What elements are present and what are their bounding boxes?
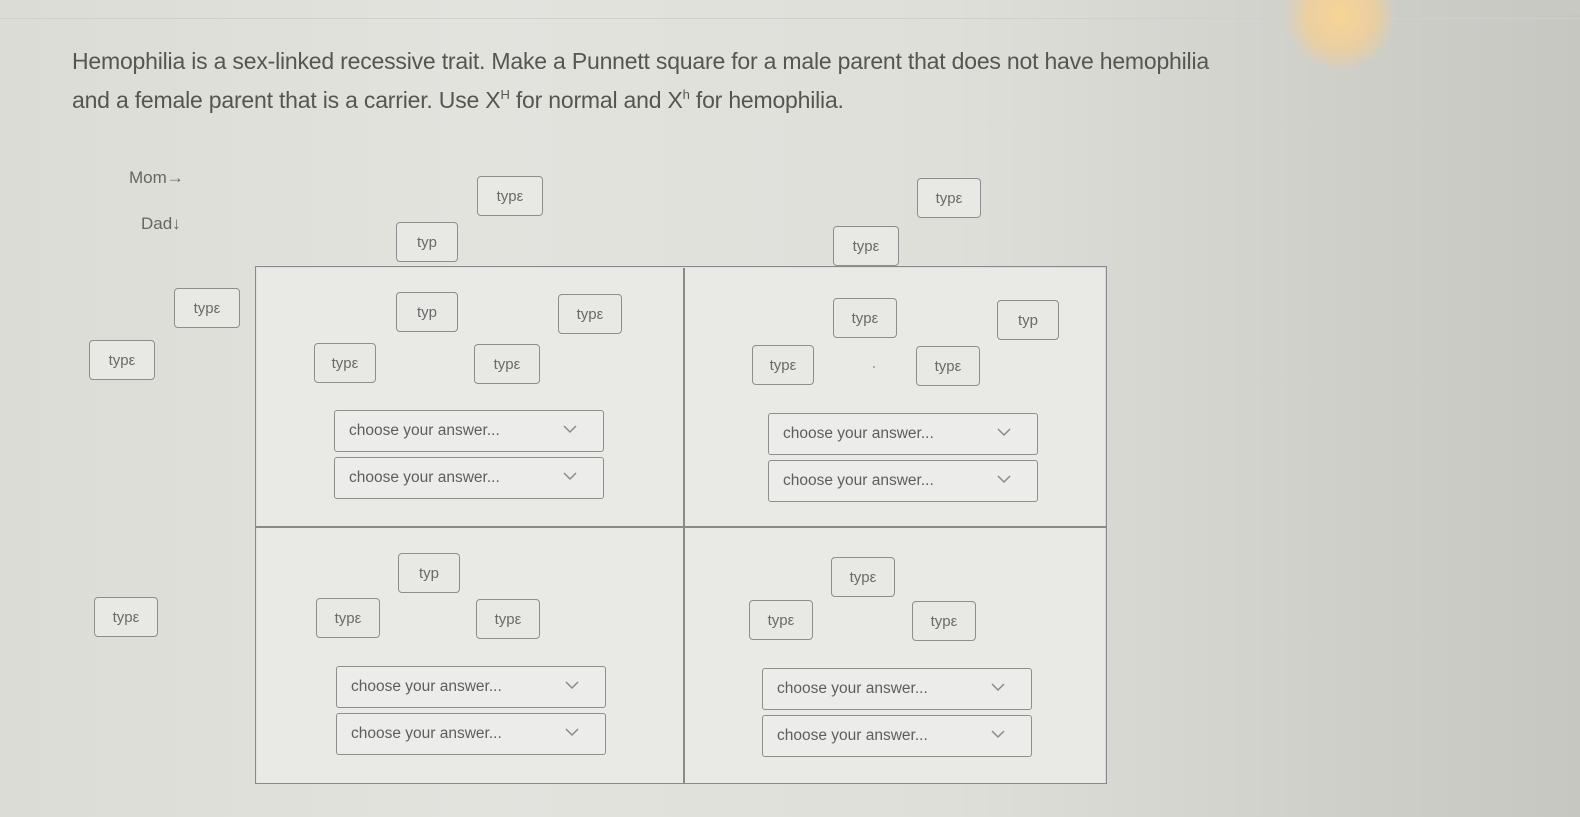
- cell-bottom-right-allele-1-base-input[interactable]: typε: [749, 600, 813, 640]
- cell-bottom-left-allele-2-base-input[interactable]: typε: [476, 599, 540, 639]
- cell-top-right-allele-2-base-input[interactable]: typε: [916, 346, 980, 386]
- stray-mark: [873, 366, 875, 368]
- cell-bottom-right-allele-2-base-input[interactable]: typε: [912, 601, 976, 641]
- cell-bottom-left-superscript-input[interactable]: typ: [398, 553, 460, 593]
- cell-top-right-allele-1-base-input[interactable]: typε: [752, 345, 814, 385]
- cell-top-left-select-1[interactable]: choose your answer...: [334, 410, 604, 452]
- grid-horizontal-divider: [256, 526, 1106, 528]
- cell-top-left-allele-1-superscript-input[interactable]: typ: [396, 292, 458, 332]
- cell-bottom-left-select-1[interactable]: choose your answer...: [336, 666, 606, 708]
- cell-top-right-allele-1-superscript-input[interactable]: typε: [833, 298, 897, 338]
- dad-allele-1-base-input[interactable]: typε: [89, 340, 155, 380]
- question-line-1: Hemophilia is a sex-linked recessive tra…: [72, 48, 1209, 74]
- mom-allele-2-superscript-input[interactable]: typε: [917, 178, 981, 218]
- cell-top-left-allele-2-base-input[interactable]: typε: [474, 344, 540, 384]
- dad-label: Dad↓: [141, 214, 181, 233]
- chevron-down-icon: [997, 475, 1011, 484]
- cell-top-right-select-1[interactable]: choose your answer...: [768, 413, 1038, 455]
- normal-allele-superscript: H: [500, 87, 510, 102]
- chevron-down-icon: [565, 728, 579, 737]
- mom-allele-1-base-input[interactable]: typ: [396, 222, 458, 262]
- question-line-2: and a female parent that is a carrier. U…: [72, 87, 844, 113]
- hemophilia-allele-superscript: h: [682, 87, 690, 102]
- window-edge: [1520, 0, 1580, 14]
- cell-bottom-left-select-2[interactable]: choose your answer...: [336, 713, 606, 755]
- cell-bottom-left-allele-1-base-input[interactable]: typε: [316, 598, 380, 638]
- cell-top-right-allele-2-superscript-input[interactable]: typ: [997, 300, 1059, 340]
- chevron-down-icon: [991, 730, 1005, 739]
- mom-allele-2-base-input[interactable]: typε: [833, 226, 899, 266]
- punnett-square-grid: [255, 266, 1107, 784]
- chevron-down-icon: [563, 425, 577, 434]
- cell-top-left-allele-1-base-input[interactable]: typε: [314, 343, 376, 383]
- chevron-down-icon: [563, 472, 577, 481]
- cell-bottom-right-superscript-input[interactable]: typε: [831, 557, 895, 597]
- dad-allele-1-superscript-input[interactable]: typε: [174, 288, 240, 328]
- question-text: Hemophilia is a sex-linked recessive tra…: [72, 44, 1552, 117]
- cell-bottom-right-select-1[interactable]: choose your answer...: [762, 668, 1032, 710]
- mom-allele-1-superscript-input[interactable]: typε: [477, 176, 543, 216]
- cell-top-left-allele-2-superscript-input[interactable]: typε: [558, 294, 622, 334]
- chevron-down-icon: [565, 681, 579, 690]
- cell-bottom-right-select-2[interactable]: choose your answer...: [762, 715, 1032, 757]
- chevron-down-icon: [991, 683, 1005, 692]
- cell-top-left-select-2[interactable]: choose your answer...: [334, 457, 604, 499]
- cell-top-right-select-2[interactable]: choose your answer...: [768, 460, 1038, 502]
- dad-allele-2-base-input[interactable]: typε: [94, 597, 158, 637]
- mom-label: Mom→: [129, 168, 184, 187]
- top-divider: [0, 18, 1580, 19]
- chevron-down-icon: [997, 428, 1011, 437]
